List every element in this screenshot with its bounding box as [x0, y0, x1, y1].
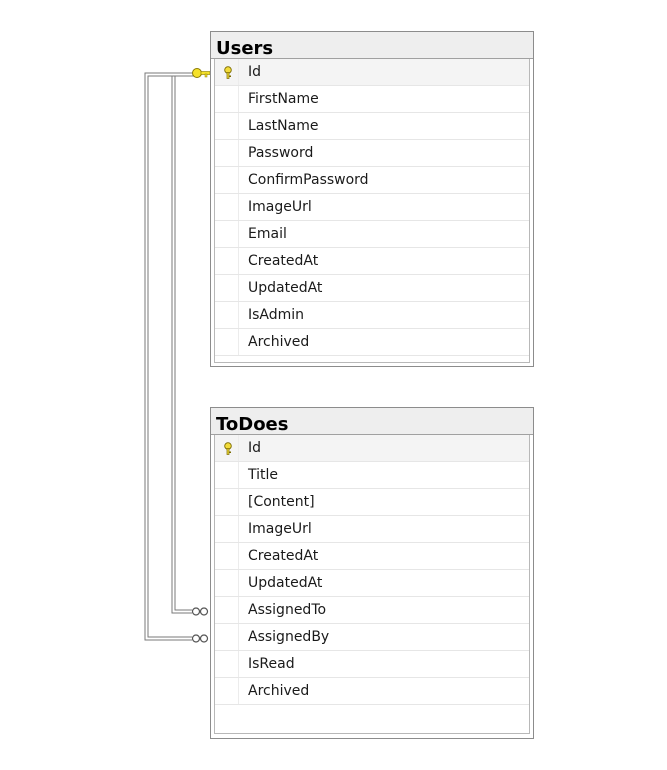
column-name: IsRead	[248, 656, 295, 672]
todoes-table-header[interactable]: ToDoes	[211, 408, 533, 435]
column-row[interactable]: Password	[215, 140, 529, 167]
column-row[interactable]: Id	[215, 59, 529, 86]
column-name: ImageUrl	[248, 521, 312, 537]
column-name: Id	[248, 64, 262, 80]
users-table-title: Users	[216, 38, 274, 59]
column-name: Email	[248, 226, 287, 242]
column-row[interactable]: AssignedTo	[215, 597, 529, 624]
column-row[interactable]: ConfirmPassword	[215, 167, 529, 194]
column-row[interactable]: ImageUrl	[215, 194, 529, 221]
users-table-header[interactable]: Users	[211, 32, 533, 59]
column-row[interactable]: ImageUrl	[215, 516, 529, 543]
primary-key-icon	[224, 66, 232, 79]
primary-key-icon	[224, 442, 232, 455]
column-name: UpdatedAt	[248, 280, 323, 296]
column-name: Id	[248, 440, 262, 456]
column-row[interactable]: Archived	[215, 678, 529, 705]
column-name: IsAdmin	[248, 307, 305, 323]
users-table[interactable]: Users Id FirstName LastName Password Con…	[210, 31, 534, 367]
column-name: LastName	[248, 118, 319, 134]
column-row[interactable]: AssignedBy	[215, 624, 529, 651]
column-row[interactable]: Archived	[215, 329, 529, 356]
column-row[interactable]: UpdatedAt	[215, 570, 529, 597]
column-name: CreatedAt	[248, 253, 319, 269]
column-row[interactable]: FirstName	[215, 86, 529, 113]
column-name: ConfirmPassword	[248, 172, 369, 188]
column-name: FirstName	[248, 91, 319, 107]
column-row[interactable]: UpdatedAt	[215, 275, 529, 302]
column-row[interactable]: IsRead	[215, 651, 529, 678]
column-row[interactable]: LastName	[215, 113, 529, 140]
todoes-table[interactable]: ToDoes Id Title [Content] ImageUrl Creat…	[210, 407, 534, 739]
column-name: CreatedAt	[248, 548, 319, 564]
column-row[interactable]: IsAdmin	[215, 302, 529, 329]
column-name: [Content]	[248, 494, 315, 510]
relationship-line-assigned-by	[144, 72, 194, 641]
column-name: Archived	[248, 683, 310, 699]
column-row[interactable]: Id	[215, 435, 529, 462]
column-row[interactable]: Title	[215, 462, 529, 489]
todoes-column-list: Id Title [Content] ImageUrl CreatedAt Up…	[214, 435, 530, 734]
column-name: UpdatedAt	[248, 575, 323, 591]
column-row[interactable]: CreatedAt	[215, 543, 529, 570]
column-name: Password	[248, 145, 314, 161]
column-name: Title	[248, 467, 279, 483]
relationship-many-end-icon	[191, 634, 209, 643]
column-row[interactable]: [Content]	[215, 489, 529, 516]
relationship-key-end-icon	[192, 68, 211, 78]
column-name: AssignedBy	[248, 629, 330, 645]
column-name: AssignedTo	[248, 602, 327, 618]
column-name: ImageUrl	[248, 199, 312, 215]
column-row[interactable]: CreatedAt	[215, 248, 529, 275]
column-row[interactable]: Email	[215, 221, 529, 248]
relationship-line-assigned-to	[171, 76, 192, 614]
users-column-list: Id FirstName LastName Password ConfirmPa…	[214, 59, 530, 363]
todoes-table-title: ToDoes	[216, 414, 289, 435]
column-name: Archived	[248, 334, 310, 350]
relationship-many-end-icon	[191, 607, 209, 616]
